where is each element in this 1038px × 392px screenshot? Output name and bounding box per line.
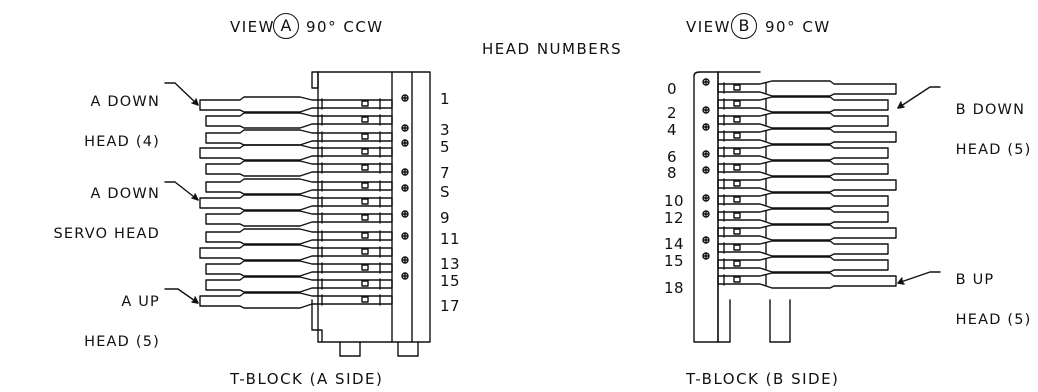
a-screw — [401, 94, 409, 102]
b-side-head-arms — [717, 80, 897, 289]
a-up-head-leader — [164, 288, 199, 304]
b-head-arm — [717, 176, 897, 193]
b-screw — [702, 236, 710, 244]
t-block-b-caption: T-BLOCK (B SIDE) — [686, 370, 840, 388]
a-screw — [401, 272, 409, 280]
view-a-prefix: VIEW — [230, 18, 275, 36]
b-head-arm — [717, 208, 889, 225]
t-block-a-caption: T-BLOCK (A SIDE) — [230, 370, 384, 388]
b-head-arm — [717, 96, 889, 113]
b-head-arm — [717, 160, 889, 177]
view-b-letter-circle: B — [731, 13, 757, 39]
b-head-number: 0 — [667, 80, 678, 98]
a-head-number: S — [440, 183, 451, 201]
a-head-number: 7 — [440, 164, 451, 182]
b-up-head-label: B UP HEAD (5) — [955, 272, 1032, 328]
a-down-head-leader — [164, 82, 199, 106]
b-down-head-label: B DOWN HEAD (5) — [955, 102, 1032, 158]
a-head-number: 5 — [440, 138, 451, 156]
a-head-arm — [205, 210, 393, 227]
b-head-arm — [717, 112, 889, 129]
view-a-letter-circle: A — [273, 13, 299, 39]
b-head-arm — [717, 80, 897, 97]
b-head-number: 2 — [667, 104, 678, 122]
b-head-number: 12 — [664, 209, 685, 227]
a-screw — [401, 139, 409, 147]
b-head-number: 14 — [664, 235, 685, 253]
a-screw — [401, 184, 409, 192]
b-side-screws — [702, 78, 710, 260]
b-up-head-leader — [897, 271, 941, 285]
a-head-arm — [199, 244, 393, 261]
b-head-arm — [717, 128, 897, 145]
a-head-number: 1 — [440, 90, 451, 108]
b-screw — [702, 78, 710, 86]
a-head-arm — [199, 144, 393, 161]
b-screw — [702, 166, 710, 174]
b-head-arm — [717, 144, 889, 161]
b-head-arm — [717, 192, 889, 209]
a-side-screws — [401, 94, 409, 280]
b-head-arm — [717, 240, 889, 257]
a-head-number: 9 — [440, 209, 451, 227]
a-head-number: 3 — [440, 121, 451, 139]
a-head-arm — [205, 160, 393, 177]
a-screw — [401, 168, 409, 176]
view-a-rotation: 90° CCW — [306, 18, 384, 36]
b-screw — [702, 194, 710, 202]
a-head-arm — [199, 96, 393, 113]
a-screw — [401, 124, 409, 132]
a-head-arm — [205, 260, 393, 277]
a-side-head-arms — [199, 96, 393, 309]
b-down-head-leader — [897, 86, 941, 109]
a-down-servo-head-label: A DOWN SERVO HEAD — [53, 186, 160, 242]
a-head-arm — [199, 194, 393, 211]
view-b-rotation: 90° CW — [765, 18, 831, 36]
a-screw — [401, 210, 409, 218]
b-head-number: 8 — [667, 164, 678, 182]
b-head-number: 18 — [664, 279, 685, 297]
a-head-number: 15 — [440, 272, 461, 290]
view-b-prefix: VIEW — [686, 18, 731, 36]
b-screw — [702, 252, 710, 260]
b-screw — [702, 106, 710, 114]
b-head-number: 10 — [664, 192, 685, 210]
b-head-number: 15 — [664, 252, 685, 270]
b-head-number: 4 — [667, 121, 678, 139]
b-head-arm — [717, 256, 889, 273]
a-down-servo-head-leader — [164, 181, 199, 201]
a-down-head-label: A DOWN HEAD (4) — [84, 94, 160, 150]
a-head-arm — [205, 112, 393, 129]
a-head-arm — [205, 178, 393, 195]
a-head-number: 13 — [440, 255, 461, 273]
a-screw — [401, 256, 409, 264]
a-head-arm — [199, 292, 393, 309]
b-screw — [702, 150, 710, 158]
b-head-arm — [717, 224, 897, 241]
head-numbers-heading: HEAD NUMBERS — [482, 40, 623, 58]
a-head-arm — [205, 129, 393, 146]
a-head-arm — [205, 228, 393, 245]
b-head-arm — [717, 272, 897, 289]
b-screw — [702, 210, 710, 218]
b-screw — [702, 123, 710, 131]
a-head-arm — [205, 276, 393, 293]
a-up-head-label: A UP HEAD (5) — [84, 294, 160, 350]
a-screw — [401, 232, 409, 240]
a-head-number: 17 — [440, 297, 461, 315]
b-head-number: 6 — [667, 148, 678, 166]
a-head-number: 11 — [440, 230, 461, 248]
